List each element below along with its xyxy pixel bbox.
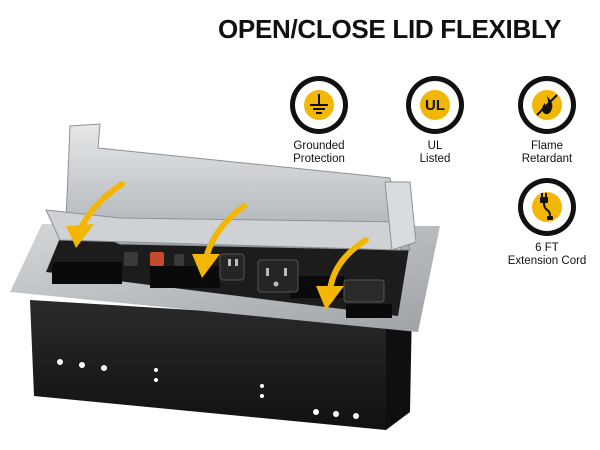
power-box-illustration: [10, 123, 440, 430]
feature-label-cord: 6 FT Extension Cord: [507, 242, 587, 267]
feature-flame-retardant: Flame Retardant: [492, 76, 600, 166]
flame-retardant-icon: [518, 76, 576, 134]
lid: [45, 123, 417, 251]
feature-label-grounded: Grounded Protection: [293, 140, 345, 165]
outlet-row: [124, 252, 385, 303]
grounded-icon: [290, 76, 348, 134]
box-body: [30, 300, 412, 430]
feature-grounded: Grounded Protection: [264, 76, 374, 166]
ul-listed-icon: UL: [406, 76, 464, 134]
ul-mark: UL: [425, 97, 445, 114]
feature-ul-listed: UL UL Listed: [380, 76, 490, 166]
headline: OPEN/CLOSE LID FLEXIBLY: [218, 14, 562, 44]
arrow-heads: [66, 224, 344, 310]
extension-cord-icon: [518, 178, 576, 236]
feature-label-ul: UL Listed: [419, 140, 451, 165]
feature-label-flame: Flame Retardant: [521, 140, 573, 165]
feature-extension-cord: 6 FT Extension Cord: [492, 178, 600, 268]
